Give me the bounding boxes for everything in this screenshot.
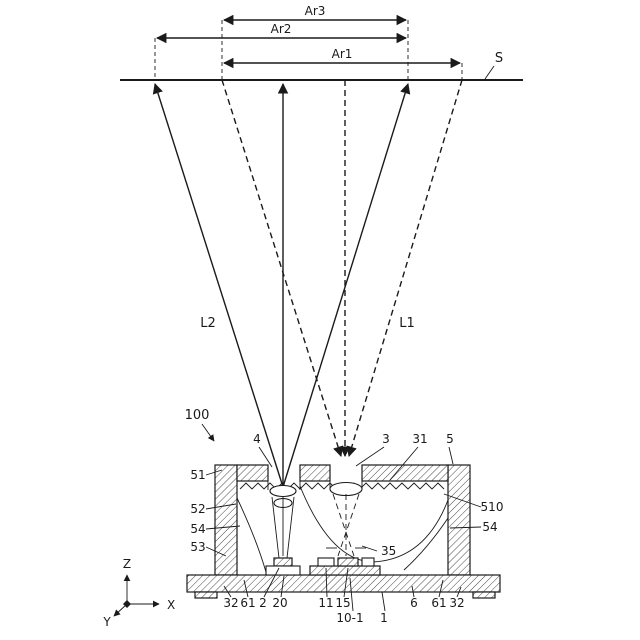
emit-cone-left [271,496,280,559]
leader-6 [411,585,415,598]
recv-cone-b [337,493,360,557]
label-6: 6 [410,596,418,610]
leader-510 [443,493,482,508]
leader-15 [343,567,349,598]
emit-cone-right [286,496,295,559]
leader-10-1 [349,577,354,612]
label-2: 2 [259,596,267,610]
base-foot-left [194,591,218,599]
label-51: 51 [190,468,205,482]
leader-11 [325,567,328,598]
projector-assembly [265,484,301,576]
emitter-2 [273,557,293,567]
lens-4-upper [269,484,297,498]
cover-right-segment [361,464,449,482]
ray-bundle-l1: L1 [221,79,463,458]
label-510: 510 [481,500,504,514]
label-54-right: 54 [482,520,497,534]
range-arrows: Ar3 Ar2 Ar1 [154,4,463,80]
label-52: 52 [190,502,205,516]
cover-left-segment [236,464,269,482]
label-5: 5 [446,432,454,446]
top-part-labels: 4 3 31 5 [253,432,454,481]
label-11: 11 [318,596,333,610]
l1-ray-right [346,79,463,458]
interior-curve-dome [299,485,449,563]
pedestal-20 [265,565,301,576]
axes-origin-marker [123,600,131,608]
chip-15 [337,557,359,567]
cover-middle-segment [299,464,331,482]
sensor-substrate [309,565,381,576]
ray-bundle-l2: L2 [152,82,411,488]
ref-100-label: 100 [185,408,210,423]
ref-100-arrow [201,423,215,442]
x-axis-label: X [167,598,175,612]
recv-cone-a [332,493,355,557]
leader-51 [205,469,223,476]
bottom-part-labels: 32 61 2 20 11 15 10-1 1 6 61 32 [223,567,465,625]
device-housing [186,464,501,599]
z-axis-label: Z [123,557,131,571]
ar2-label: Ar2 [271,22,292,36]
surface-leader [484,65,495,80]
label-20: 20 [272,596,287,610]
target-surface: S [120,51,523,81]
leader-31 [389,446,419,481]
label-53: 53 [190,540,205,554]
label-61-right: 61 [431,596,446,610]
label-54-left: 54 [190,522,205,536]
label-35: 35 [381,544,396,558]
label-32-left: 32 [223,596,238,610]
leader-54-right [449,526,482,529]
receiver-assembly [309,481,381,576]
l1-ray-left [221,79,344,458]
lens-3 [329,481,363,497]
left-wall [214,464,238,576]
chip-11 [317,557,335,567]
ref-100-group: 100 [185,408,215,442]
y-axis-label: Y [102,615,111,629]
base-foot-right [472,591,496,599]
base-substrate [186,574,501,593]
leader-5 [448,446,454,465]
leader-53 [205,546,227,557]
leader-54-left [205,525,241,530]
label-4: 4 [253,432,261,446]
ar1-label: Ar1 [332,47,353,61]
leader-61-right [438,579,444,598]
leader-32-right [456,586,462,598]
label-10-1: 10-1 [336,611,363,625]
leader-1 [381,591,386,612]
ar3-label: Ar3 [305,4,326,18]
label-31: 31 [412,432,427,446]
leader-61-left [243,579,249,598]
leader-20 [280,575,285,598]
interior-curve-left [236,497,267,573]
leader-3 [355,446,385,467]
label-1: 1 [380,611,388,625]
label-61-left: 61 [240,596,255,610]
leader-35 [361,545,378,552]
right-wall [447,464,471,576]
surface-label: S [495,51,503,66]
l2-ray-left [152,82,284,488]
chip-aux [361,557,375,567]
leader-52 [205,503,237,510]
label-32-right: 32 [449,596,464,610]
label-15: 15 [335,596,350,610]
y-axis [113,603,128,617]
left-part-labels: 51 52 54 53 [190,468,241,557]
coordinate-axes: Z X Y [102,557,175,629]
right-part-labels: 510 54 35 [361,493,504,558]
l1-label: L1 [399,316,415,331]
l2-label: L2 [200,316,216,331]
interior-curve-right [403,517,449,571]
leader-32-left [223,585,232,598]
leader-2 [263,567,280,598]
label-3: 3 [382,432,390,446]
leader-4 [258,446,273,468]
